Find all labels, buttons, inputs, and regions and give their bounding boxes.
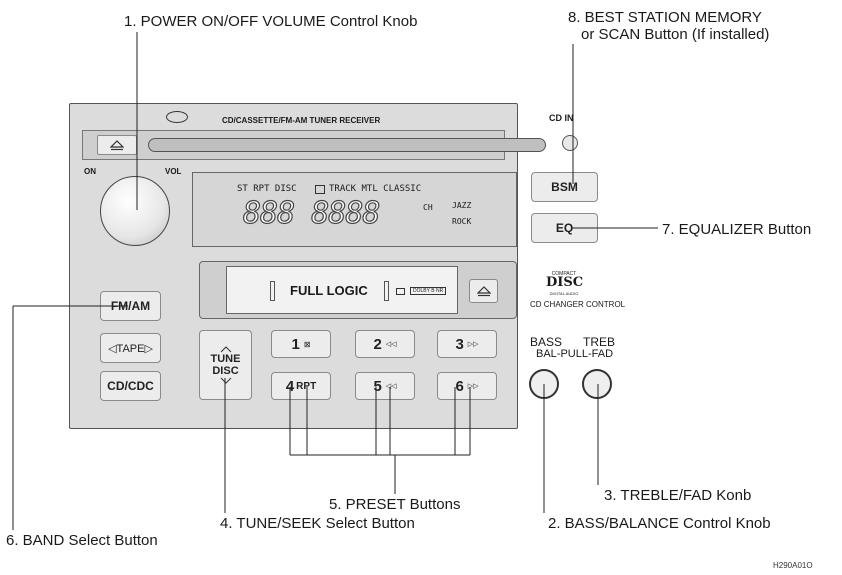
brand-logo-icon (166, 111, 188, 123)
full-logic-indicator (270, 281, 275, 301)
callout-bsm-line2: or SCAN Button (If installed) (581, 26, 770, 43)
cd-changer-label: CD CHANGER CONTROL (530, 300, 626, 309)
callout-tune: 4. TUNE/SEEK Select Button (220, 515, 415, 532)
preset-5-button[interactable]: 5 ◁◁ (355, 372, 415, 400)
dolby-label: DOLBY B NR (410, 287, 447, 295)
cd-in-label: CD IN (549, 113, 574, 123)
on-label: ON (84, 167, 96, 176)
callout-equalizer: 7. EQUALIZER Button (662, 221, 812, 238)
full-logic-indicator-right (384, 281, 389, 301)
eject-icon (110, 139, 124, 150)
preset-1-sub: ⊠ (303, 339, 311, 349)
preset-4-number: 4 (285, 377, 295, 395)
preset-4-sub: RPT (296, 380, 317, 392)
disc-logo-top: COMPACT (551, 271, 577, 277)
cd-cdc-button[interactable]: CD/CDC (100, 371, 161, 401)
preset-3-button[interactable]: 3 ▷▷ (437, 330, 497, 358)
callout-bsm-line1: 8. BEST STATION MEMORY (568, 9, 762, 26)
cd-in-indicator (562, 135, 578, 151)
chevron-up-icon (220, 346, 231, 353)
bal-pull-fad-label: BAL-PULL-FAD (536, 348, 614, 360)
bsm-button[interactable]: BSM (531, 172, 598, 202)
cd-eject-button[interactable] (97, 135, 137, 155)
tune-disc-button[interactable]: TUNE DISC (199, 330, 252, 400)
eq-button[interactable]: EQ (531, 213, 598, 243)
preset-4-button[interactable]: 4 RPT (271, 372, 331, 400)
preset-2-number: 2 (373, 335, 382, 353)
preset-3-number: 3 (455, 335, 464, 353)
model-text: CD/CASSETTE/FM-AM TUNER RECEIVER (222, 116, 381, 125)
callout-treble: 3. TREBLE/FAD Konb (604, 487, 752, 504)
preset-2-sub: ◁◁ (385, 341, 397, 348)
tape-eject-button[interactable] (469, 279, 498, 303)
fm-am-button[interactable]: FM/AM (100, 291, 161, 321)
lcd-display (192, 172, 517, 247)
bass-label: BASS (530, 335, 563, 349)
lcd-jazz: JAZZ (452, 201, 472, 210)
preset-5-sub: ◁◁ (385, 383, 397, 390)
preset-3-sub: ▷▷ (467, 341, 479, 348)
preset-1-number: 1 (291, 335, 300, 353)
callout-power-volume: 1. POWER ON/OFF VOLUME Control Knob (124, 13, 418, 30)
full-logic-label: FULL LOGIC (290, 283, 368, 298)
disc-indicator-box (315, 185, 325, 194)
bass-balance-knob[interactable] (529, 369, 559, 399)
power-volume-knob[interactable] (100, 176, 170, 246)
callout-band: 6. BAND Select Button (6, 532, 158, 549)
lcd-indicators-track: TRACK MTL CLASSIC (329, 184, 422, 194)
preset-6-button[interactable]: 6 ▷▷ (437, 372, 497, 400)
disc-logo: DISC (546, 275, 584, 290)
preset-2-button[interactable]: 2 ◁◁ (355, 330, 415, 358)
lcd-indicators-top: ST RPT DISC (237, 184, 297, 194)
preset-6-number: 6 (455, 377, 464, 395)
lcd-ch: CH (423, 203, 433, 212)
cassette-door[interactable] (226, 266, 458, 314)
lcd-rock: ROCK (452, 217, 472, 226)
preset-6-sub: ▷▷ (467, 383, 479, 390)
tune-label: TUNE (210, 353, 241, 365)
treb-label: TREB (583, 335, 616, 349)
disc-label: DISC (212, 365, 239, 377)
chevron-down-icon (220, 377, 231, 384)
tape-button[interactable]: ◁TAPE▷ (100, 333, 161, 363)
lcd-digits: 888 8888 (242, 195, 381, 231)
figure-code: H290A01O (773, 561, 813, 570)
callout-preset: 5. PRESET Buttons (329, 496, 461, 513)
treble-fader-knob[interactable] (582, 369, 612, 399)
preset-1-button[interactable]: 1 ⊠ (271, 330, 331, 358)
callout-bass: 2. BASS/BALANCE Control Knob (548, 515, 771, 532)
disc-logo-bottom: DIGITAL AUDIO (549, 291, 579, 296)
cd-slot[interactable] (148, 138, 546, 152)
vol-label: VOL (165, 167, 182, 176)
preset-5-number: 5 (373, 377, 382, 395)
eject-icon (476, 285, 491, 296)
dolby-symbol-icon (396, 288, 405, 295)
